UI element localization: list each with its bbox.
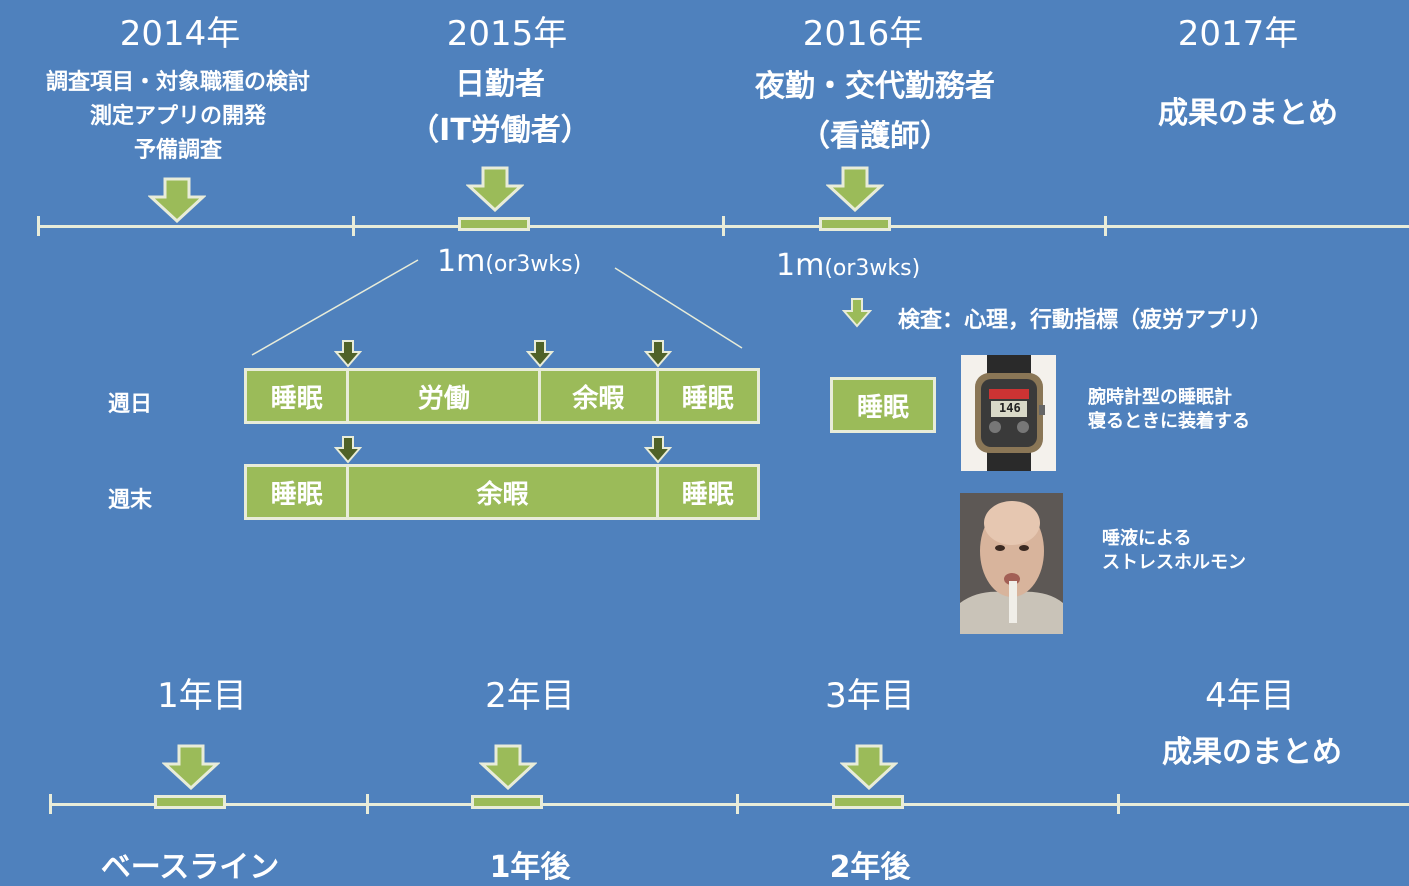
phase2-period-marker — [458, 217, 530, 231]
down-arrow-icon — [826, 166, 884, 212]
bottom-tick — [49, 794, 52, 814]
year-2016: 2016年 — [802, 14, 924, 54]
down-arrow-icon — [162, 744, 220, 790]
year-2015: 2015年 — [446, 14, 568, 54]
year-2: 2年目 — [485, 676, 575, 716]
bottom-tick — [736, 794, 739, 814]
top-tick — [1104, 216, 1107, 236]
weekend-schedule-bar: 睡眠 余暇 睡眠 — [244, 464, 760, 520]
bottom-timeline-axis — [50, 803, 1409, 806]
phase2-duration: 1m(or3wks) — [437, 244, 581, 279]
bottom-summary: 成果のまとめ — [1162, 735, 1342, 770]
phase3-line1: 夜勤・交代勤務者 — [755, 69, 995, 104]
one-year-later-label: 1年後 — [489, 850, 571, 885]
phase3-description: 夜勤・交代勤務者 （看護師） — [720, 62, 1030, 162]
phase1-description: 調査項目・対象職種の検討 測定アプリの開発 予備調査 — [0, 66, 356, 168]
weekday-sleep-cell: 睡眠 — [247, 371, 347, 421]
weekend-sleep-cell: 睡眠 — [247, 467, 347, 517]
down-arrow-icon — [479, 744, 537, 790]
zoom-connector-lines — [251, 259, 743, 356]
weekday-label: 週日 — [108, 392, 153, 417]
down-arrow-icon — [466, 166, 524, 212]
year-1: 1年目 — [157, 676, 247, 716]
phase3-line2: （看護師） — [800, 119, 950, 154]
duration-sub: (or3wks) — [824, 256, 921, 281]
bottom-tick — [366, 794, 369, 814]
watch-caption-line2: 寝るときに装着する — [1088, 411, 1250, 432]
baseline-period-marker — [154, 795, 226, 809]
down-arrow-icon — [840, 744, 898, 790]
weekend-leisure-cell: 余暇 — [349, 467, 656, 517]
weekday-leisure-cell: 余暇 — [541, 371, 656, 421]
year2-period-marker — [832, 795, 904, 809]
phase1-line2: 測定アプリの開発 — [89, 104, 266, 129]
year-2014: 2014年 — [119, 14, 241, 54]
duration-main: 1m — [776, 248, 825, 283]
small-down-arrow-icon — [644, 340, 672, 368]
sleep-watch-image: 146 — [961, 355, 1056, 471]
bottom-tick — [1117, 794, 1120, 814]
baseline-label: ベースライン — [100, 850, 280, 885]
year1-period-marker — [471, 795, 543, 809]
small-down-arrow-icon — [842, 298, 872, 328]
watch-caption: 腕時計型の睡眠計 寝るときに装着する — [1088, 386, 1250, 434]
weekend-label: 週末 — [108, 488, 153, 513]
weekday-sleep-cell: 睡眠 — [658, 371, 757, 421]
phase2-line2: （IT労働者） — [409, 113, 591, 148]
year-3: 3年目 — [825, 676, 915, 716]
saliva-caption-line1: 唾液による — [1102, 528, 1192, 549]
tests-heading: 検査：心理，行動指標（疲労アプリ） — [898, 308, 1273, 333]
weekday-work-cell: 労働 — [349, 371, 539, 421]
year-2017: 2017年 — [1177, 14, 1299, 54]
watch-caption-line1: 腕時計型の睡眠計 — [1088, 387, 1232, 408]
weekend-sleep-cell: 睡眠 — [658, 467, 757, 517]
small-down-arrow-icon — [644, 436, 672, 464]
phase3-duration: 1m(or3wks) — [776, 248, 920, 283]
small-down-arrow-icon — [334, 436, 362, 464]
saliva-caption-line2: ストレスホルモン — [1102, 552, 1246, 573]
phase1-line1: 調査項目・対象職種の検討 — [45, 70, 310, 95]
top-tick — [722, 216, 725, 236]
phase1-line3: 予備調査 — [133, 138, 222, 163]
phase2-description: 日勤者 （IT労働者） — [380, 62, 620, 154]
duration-main: 1m — [437, 244, 486, 279]
weekday-schedule-bar: 睡眠 労働 余暇 睡眠 — [244, 368, 760, 424]
saliva-caption: 唾液による ストレスホルモン — [1102, 527, 1246, 575]
phase2-line1: 日勤者 — [455, 67, 545, 102]
watch-display-value: 146 — [999, 401, 1021, 415]
phase4-summary: 成果のまとめ — [1158, 96, 1338, 131]
top-tick — [352, 216, 355, 236]
sleep-measure-box: 睡眠 — [830, 377, 936, 433]
duration-sub: (or3wks) — [485, 252, 582, 277]
small-down-arrow-icon — [526, 340, 554, 368]
saliva-sample-image — [960, 493, 1063, 634]
two-years-later-label: 2年後 — [829, 850, 911, 885]
top-tick — [37, 216, 40, 236]
small-down-arrow-icon — [334, 340, 362, 368]
down-arrow-icon — [148, 177, 206, 223]
phase3-period-marker — [819, 217, 891, 231]
year-4: 4年目 — [1205, 676, 1295, 716]
